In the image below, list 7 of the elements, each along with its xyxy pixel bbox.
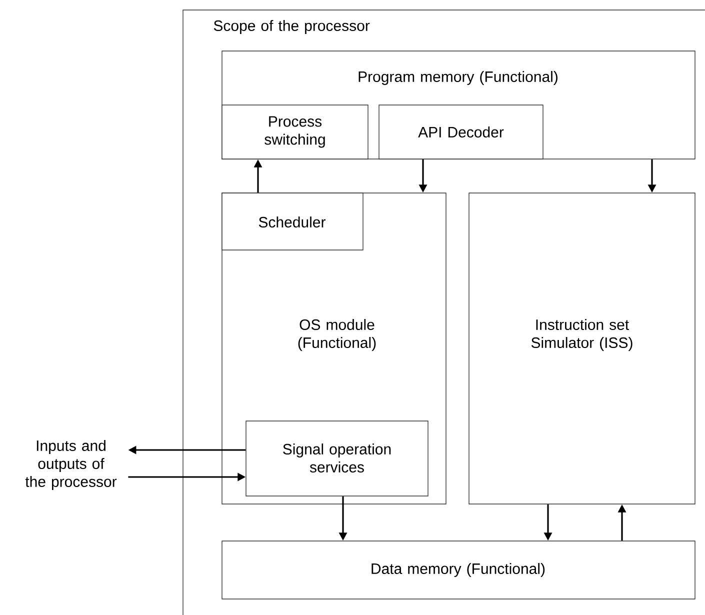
memory-box: Data memory (Functional): [222, 540, 696, 600]
process-box: Scheduler: [222, 192, 364, 250]
simulator-box: Instruction set Simulator (ISS): [468, 192, 696, 504]
io-label: Inputs and outputs of the processor: [25, 440, 117, 490]
process-box: Process switching: [222, 104, 368, 160]
process-box: Signal operation services: [246, 420, 428, 496]
process-box: API Decoder: [378, 104, 544, 160]
